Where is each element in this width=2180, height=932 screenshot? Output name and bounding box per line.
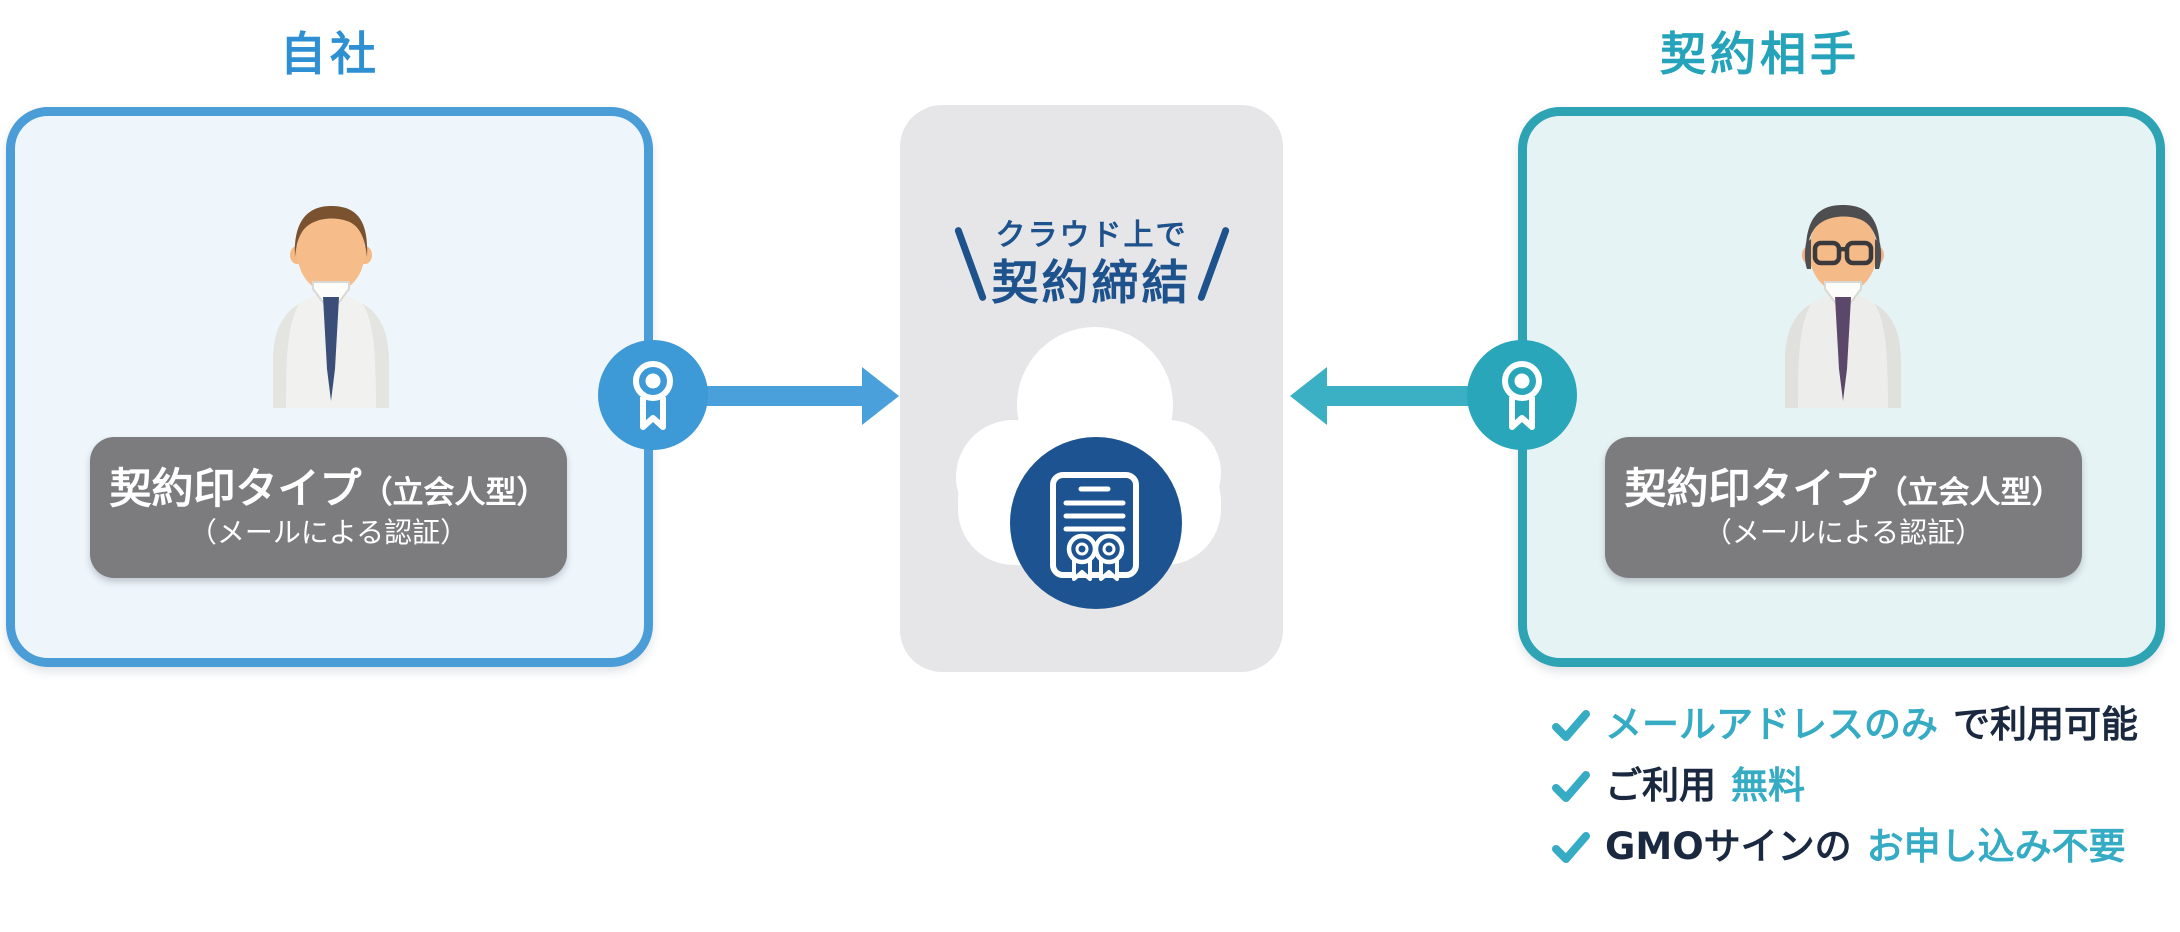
benefits-checklist: メールアドレスのみで利用可能 ご利用無料 GMOサインのお申し込み不要 <box>1552 704 2138 868</box>
checklist-text-emphasis: お申し込み不要 <box>1866 825 2126 868</box>
checkmark-icon <box>1552 832 1590 863</box>
checklist-item: メールアドレスのみで利用可能 <box>1552 704 2138 746</box>
rosette-ribbon-icon <box>598 340 708 450</box>
checklist-text-emphasis: 無料 <box>1731 764 1805 807</box>
left-type-label: 契約印タイプ（立会人型） （メールによる認証） <box>90 437 567 578</box>
checklist-text-emphasis: メールアドレスのみ <box>1605 703 1938 746</box>
type-label-line1: 契約印タイプ（立会人型） <box>109 464 548 513</box>
cloud-headline: クラウド上で 契約締結 <box>900 221 1283 307</box>
checklist-item: GMOサインのお申し込み不要 <box>1552 826 2138 868</box>
type-label-line2: （メールによる認証） <box>1703 516 1984 549</box>
businessman-icon <box>273 206 389 408</box>
type-label-line2: （メールによる認証） <box>188 516 469 549</box>
checklist-text: ご利用 <box>1605 764 1716 807</box>
rosette-icon <box>1502 361 1542 430</box>
rosette-ribbon-icon <box>1467 340 1577 450</box>
slash-left-decoration <box>953 226 987 302</box>
cloud-headline-line2: 契約締結 <box>991 256 1192 311</box>
arrow-left-icon <box>1290 367 1483 425</box>
left-party-title: 自社 <box>280 27 380 81</box>
checklist-item: ご利用無料 <box>1552 765 2138 807</box>
cloud-headline-line1: クラウド上で <box>995 218 1188 253</box>
cloud-contract-document-icon <box>956 327 1221 609</box>
checklist-text: で利用可能 <box>1953 703 2138 746</box>
right-party-title: 契約相手 <box>1660 27 1860 81</box>
slash-right-decoration <box>1196 226 1230 302</box>
rosette-icon <box>633 361 673 430</box>
arrow-right-icon <box>706 367 899 425</box>
type-label-line1: 契約印タイプ（立会人型） <box>1624 464 2063 513</box>
checkmark-icon <box>1552 710 1590 741</box>
businessman-glasses-icon <box>1785 205 1901 408</box>
checklist-text: GMOサインの <box>1605 825 1852 868</box>
cloud-panel: クラウド上で 契約締結 <box>900 105 1283 672</box>
right-type-label: 契約印タイプ（立会人型） （メールによる認証） <box>1605 437 2082 578</box>
checkmark-icon <box>1552 771 1590 802</box>
